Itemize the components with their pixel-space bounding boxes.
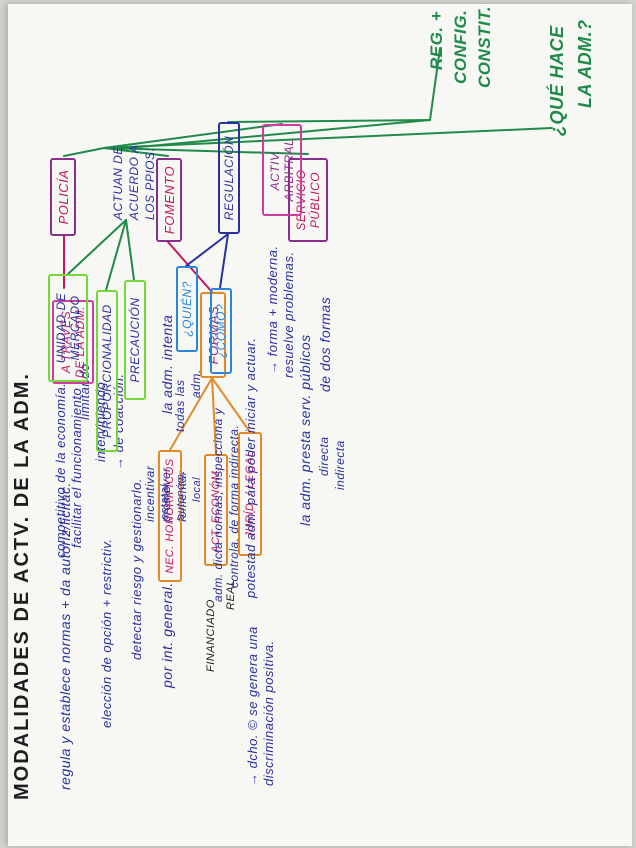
arbitral-resuelve: resuelve problemas. [281,251,296,378]
proporc-desc: elección de opción + restrictiv. [99,538,114,728]
regulacion-potestad: potestad adm. para poder iniciar y actua… [243,337,258,598]
fomento-to-formas-line [167,241,213,293]
precaucion-label: PRECAUCIÓN [128,297,142,383]
servicio-indirecta: indirecta [333,440,347,490]
formas-to-nec-line [169,377,213,451]
paper-sheet [8,4,632,846]
fomento-box: FOMENTO [156,158,182,242]
formas-to-jurid-line [211,377,251,433]
autonom-text: autonóm. [175,470,187,520]
question-line-1: ¿QUÉ HACE [547,25,567,136]
unidad-line-2: MERCADO [68,295,82,361]
reg-line-1: REG. + [427,10,446,70]
fomento-option-1: incentivar [143,465,157,522]
actuan-line-3: LOS PPIOS: [143,147,157,220]
fomento-desc: la adm. intenta [159,314,175,414]
green-trunk-line [103,127,553,149]
actuan-line-2: ACUERDO A [127,144,141,220]
question-line-2: LA ADM.? [575,19,595,108]
actuan-to-proporc-line [105,219,127,291]
proporc-label: PROPORCIONALIDAD [100,304,114,438]
dcho-text: → dcho. © se genera una [245,626,260,786]
reg-trunk-line [429,47,441,121]
como-desc-2: controla. de forma indirecta. [227,424,241,588]
local-text: local [191,476,203,502]
actuan-to-precaucion-line [125,219,135,281]
actuan-line-1: ACTUAN DE [111,146,125,220]
regulacion-to-como-line [219,233,229,289]
servicio-directa-2: directa [317,436,331,476]
arbitral-box: ACTIV. ARBITRAL [262,124,302,216]
actuan-to-unidad-line [67,219,127,275]
servicio-formas: de dos formas [317,296,333,392]
title-heading: MODALIDADES DE ACTV. DE LA ADM. [11,372,33,800]
green-to-fomento-line [103,147,169,157]
quien-desc: todas las [173,379,187,432]
como-desc: adm. dicta normas, inspecciona y [211,407,225,602]
formas-to-actecon-line [211,377,217,455]
reg-line-2: CONFIG. [451,9,470,84]
unidad-box: UNIDAD DE MERCADO [48,274,88,382]
unidad-line-1: UNIDAD DE [54,292,68,364]
quien-box: ¿QUIÉN? [176,266,198,352]
fomento-tail: por int. general. [159,582,175,688]
fomento-label: FOMENTO [161,165,177,235]
arbitral-line-1: ACTIV. [268,149,282,191]
policia-label: POLICÍA [55,169,71,225]
unidad-desc: facilitar el funcionamiento [69,387,84,548]
green-to-arbitral-line [103,123,283,149]
discr-text: discriminación positiva. [261,640,276,786]
financiado-text: FINANCIADO [205,599,217,672]
servicio-desc: la adm. presta serv. públicos [297,334,313,526]
servicio-line-2: PÚBLICO [308,171,322,229]
estatal-text: estatal [159,484,171,520]
quien-label: ¿QUIÉN? [180,281,194,337]
proporc-box: PROPORCIONALIDAD [96,290,118,452]
regulacion-to-quien-line [185,233,229,267]
regulacion-box: REGULACIÓN [218,122,240,234]
como-box: ¿CÓMO? [210,288,232,374]
quien-desc-2: adm. [189,369,203,398]
precaucion-box: PRECAUCIÓN [124,280,146,400]
green-to-servicio-line [103,147,309,155]
unidad-desc-2: competitivo de la economía. [53,382,68,558]
arbitral-line-2: ARBITRAL [282,138,296,202]
policia-box: POLICÍA [50,158,76,236]
reg-to-regulacion-line [227,119,431,123]
reg-to-actuan-line [127,119,431,149]
regulacion-label: REGULACIÓN [222,135,236,221]
como-label: ¿CÓMO? [214,303,228,359]
arbitral-desc: → forma + moderna. [265,245,280,374]
reg-line-3: CONSTIT. [475,5,494,88]
green-to-policia-line [63,147,105,157]
precaucion-desc: detectar riesgo y gestionarlo. [129,478,144,660]
